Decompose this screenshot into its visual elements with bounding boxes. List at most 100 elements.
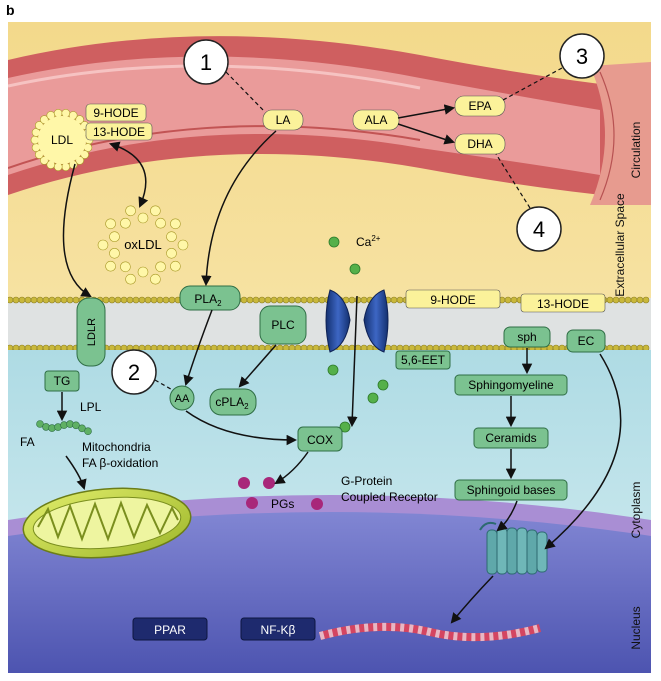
lipid-head xyxy=(270,296,278,304)
lipid-head xyxy=(294,296,302,304)
fa-bead xyxy=(36,420,44,428)
ca-ion xyxy=(328,236,340,248)
ala-box xyxy=(352,109,400,131)
svg-text:1: 1 xyxy=(200,50,212,75)
gpcr-label-1: G-Protein xyxy=(341,474,392,488)
ldlr-label: LDLR xyxy=(86,318,98,346)
nfkb-label: NF-Kβ xyxy=(261,623,296,637)
dha-box xyxy=(454,133,506,155)
ldl-bead xyxy=(30,135,40,145)
ppar-box xyxy=(132,617,208,641)
eet-label: 5,6-EET xyxy=(401,353,446,367)
dha-label: DHA xyxy=(467,137,492,151)
oxldl-bead xyxy=(137,212,149,224)
ca-label: Ca2+ xyxy=(356,234,381,249)
ceramids-label: Ceramids xyxy=(485,431,536,445)
cpla2-box xyxy=(209,388,257,416)
lipid-head xyxy=(8,296,14,304)
fa-bead xyxy=(78,424,86,433)
fa-bead xyxy=(72,421,80,430)
lipid-head xyxy=(312,296,320,304)
pathway-arrows xyxy=(56,104,622,624)
oxldl-bead xyxy=(166,248,177,259)
lipid-head xyxy=(390,296,398,304)
pg-molecule xyxy=(238,477,250,489)
oxldl-bead xyxy=(120,261,131,273)
step-4-circle: 4 xyxy=(516,206,562,252)
oxldl-bead xyxy=(166,231,177,242)
plc-box xyxy=(259,305,307,345)
circulation-label: Circulation xyxy=(629,122,643,179)
ldl-bead xyxy=(39,156,49,165)
pgs-label: PGs xyxy=(271,497,294,511)
oxldl-bead xyxy=(170,260,181,272)
lipid-head xyxy=(258,296,266,304)
lipid-head xyxy=(360,296,368,304)
lpl-label: LPL xyxy=(80,400,102,414)
hode9-box xyxy=(85,103,147,122)
gpcr-label-2: Coupled Receptor xyxy=(341,490,438,504)
lipid-head xyxy=(36,296,44,304)
plc-label: PLC xyxy=(271,318,295,332)
lipid-head xyxy=(264,296,272,304)
lipid-head xyxy=(132,296,140,304)
svg-text:2: 2 xyxy=(128,360,140,385)
lipid-head xyxy=(354,296,362,304)
lipid-head xyxy=(612,296,620,304)
hode13-box xyxy=(85,122,153,141)
fatty-acid-chain xyxy=(36,420,92,436)
lipid-head xyxy=(42,296,50,304)
oxldl-bead xyxy=(137,266,149,278)
sphingoid-bases-box xyxy=(454,479,568,501)
oxldl-bead xyxy=(109,248,120,259)
lipid-head xyxy=(138,296,146,304)
ldl-bead xyxy=(75,115,84,124)
lipid-head xyxy=(288,296,296,304)
lipid-head xyxy=(168,296,176,304)
step-3-circle: 3 xyxy=(559,33,605,79)
ldl-bead xyxy=(75,156,84,165)
oxldl-particle: oxLDL xyxy=(97,205,189,285)
oxldl-bead xyxy=(155,217,166,229)
ceramids-box xyxy=(473,427,549,449)
cox-box xyxy=(297,426,343,452)
lipid-head xyxy=(240,296,248,304)
la-box xyxy=(262,109,304,131)
lipid-head xyxy=(24,296,32,304)
sph-box xyxy=(503,326,551,348)
lipid-head xyxy=(348,296,356,304)
sphingoid-bases-label: Sphingoid bases xyxy=(467,483,556,497)
lipid-head xyxy=(606,296,614,304)
lipid-head xyxy=(282,296,290,304)
svg-text:3: 3 xyxy=(576,44,588,69)
mem-9hode-box xyxy=(405,289,501,309)
lipid-head xyxy=(618,296,626,304)
lipid-head xyxy=(252,296,260,304)
mito-label-1: Mitochondria xyxy=(82,440,151,454)
oxldl-bead xyxy=(125,273,136,285)
aa-label: AA xyxy=(175,393,190,405)
oxldl-bead xyxy=(150,205,161,217)
oxldl-bead xyxy=(120,217,131,229)
hode9-label: 9-HODE xyxy=(93,106,138,120)
oxldl-bead xyxy=(109,231,120,242)
ala-label: ALA xyxy=(365,113,388,127)
lipid-head xyxy=(72,296,80,304)
lipid-head xyxy=(48,296,56,304)
lipid-head xyxy=(510,296,518,304)
ldl-label: LDL xyxy=(51,133,73,147)
mem-9hode-label: 9-HODE xyxy=(430,293,475,307)
lipid-head xyxy=(276,296,284,304)
step-2-circle: 2 xyxy=(111,349,157,395)
lipid-head xyxy=(318,296,326,304)
lipid-head xyxy=(306,296,314,304)
extracellular-space-label: Extracellular Space xyxy=(613,193,627,297)
lipid-head xyxy=(636,296,644,304)
step-1-circle: 1 xyxy=(183,39,229,85)
eet-box xyxy=(395,350,451,370)
lipid-head xyxy=(54,296,62,304)
lipid-head xyxy=(150,296,158,304)
step-connectors xyxy=(154,67,563,393)
lipid-head xyxy=(246,296,254,304)
